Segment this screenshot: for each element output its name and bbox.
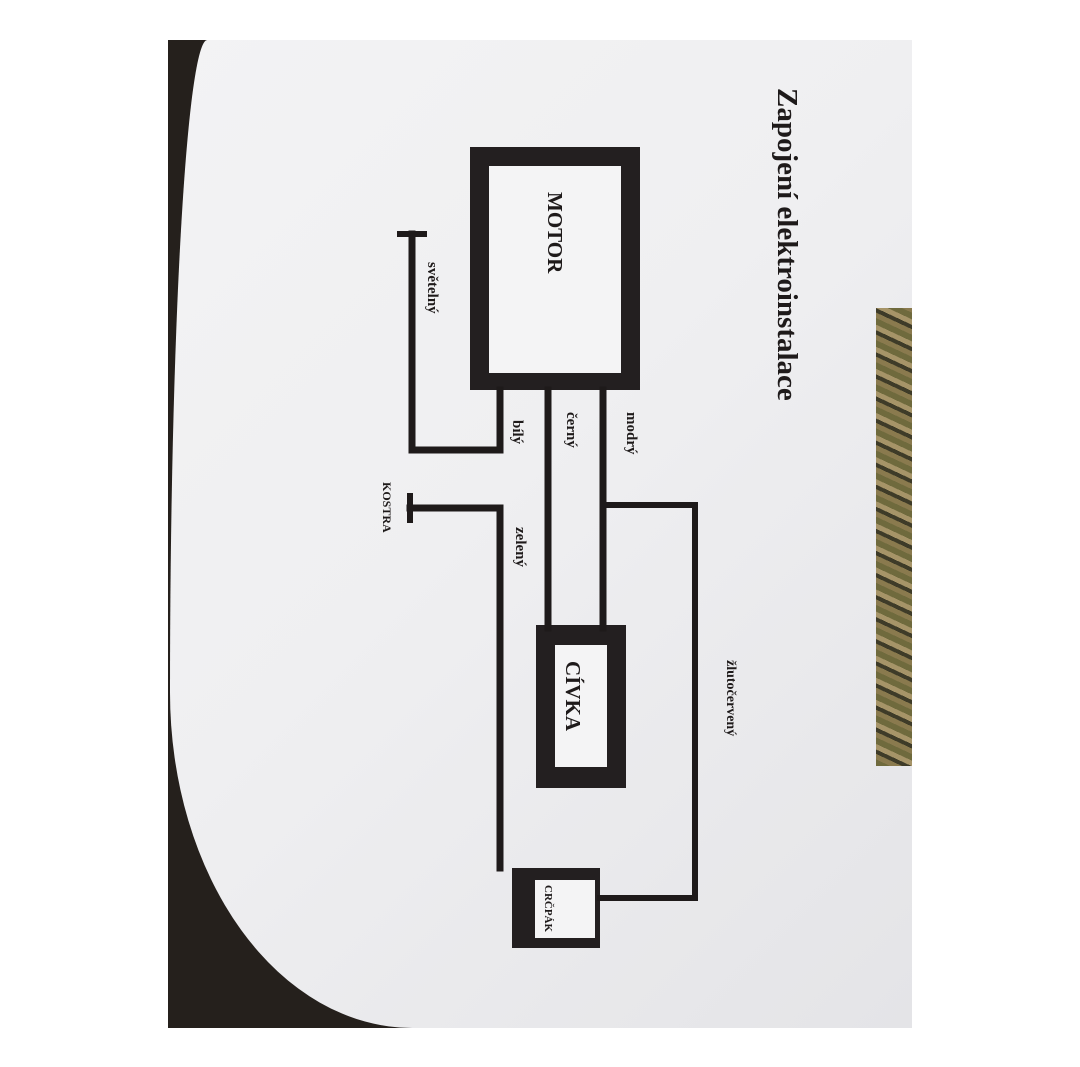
diagram-title: Zapojení elektroinstalace	[771, 88, 803, 401]
motor-label: MOTOR	[543, 192, 567, 274]
background-photo-strip	[876, 308, 912, 766]
wire-zlutocerveny	[597, 502, 698, 901]
label-modry: modrý	[623, 412, 639, 455]
cvicpak-box: CRČPÁK	[512, 868, 600, 948]
motor-box: MOTOR	[470, 147, 640, 390]
label-svetelny: světelný	[424, 262, 440, 314]
label-zeleny: zelený	[512, 527, 528, 567]
label-kostra: KOSTRA	[380, 482, 394, 533]
label-bily: bílý	[509, 420, 525, 445]
civka-box: CÍVKA	[536, 625, 626, 788]
label-zlutocerveny: žlutočervený	[723, 660, 738, 736]
cvicpak-label: CRČPÁK	[542, 885, 555, 932]
civka-label: CÍVKA	[561, 661, 585, 732]
label-cerny: černý	[563, 412, 579, 448]
wire-bily-svetelny	[408, 230, 504, 454]
